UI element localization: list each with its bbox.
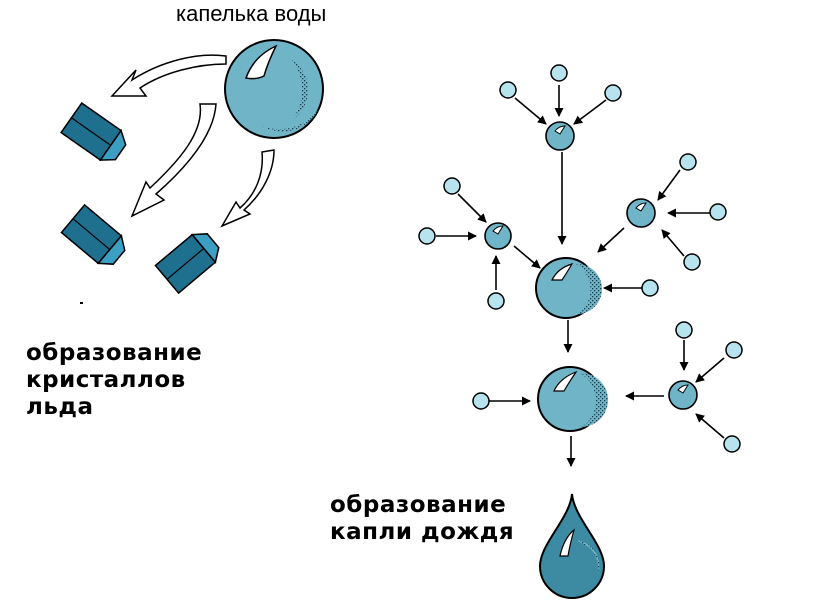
medium-droplet — [484, 222, 512, 250]
ice-crystal — [60, 203, 126, 265]
ice-label-line-1: образование — [26, 340, 203, 366]
large-droplet — [535, 257, 603, 319]
raindrop-formation-label: образование капли дождя — [330, 492, 514, 546]
medium-droplet — [545, 121, 575, 151]
freeze-arrow-3 — [220, 149, 275, 228]
ice-crystal — [60, 102, 127, 162]
collision-arrows — [436, 85, 725, 467]
ice-label-line-2: кристаллов — [26, 367, 186, 393]
water-droplet-label: капелька воды — [176, 1, 327, 26]
rain-label-line-1: образование — [330, 492, 507, 518]
freezing-arrows — [110, 54, 275, 228]
large-droplet — [537, 366, 609, 432]
stray-mark — [80, 302, 83, 304]
water-droplet-large — [224, 39, 324, 139]
medium-droplet — [626, 198, 656, 228]
raindrop — [538, 493, 606, 599]
ice-label-line-3: льда — [26, 394, 94, 420]
ice-formation-label: образование кристаллов льда — [26, 340, 202, 421]
ice-crystal — [154, 233, 220, 295]
freeze-arrow-1 — [110, 54, 227, 97]
freeze-arrow-2 — [130, 103, 217, 218]
medium-droplet — [668, 380, 698, 410]
small-droplets — [418, 64, 743, 453]
rain-label-line-2: капли дождя — [330, 519, 515, 545]
